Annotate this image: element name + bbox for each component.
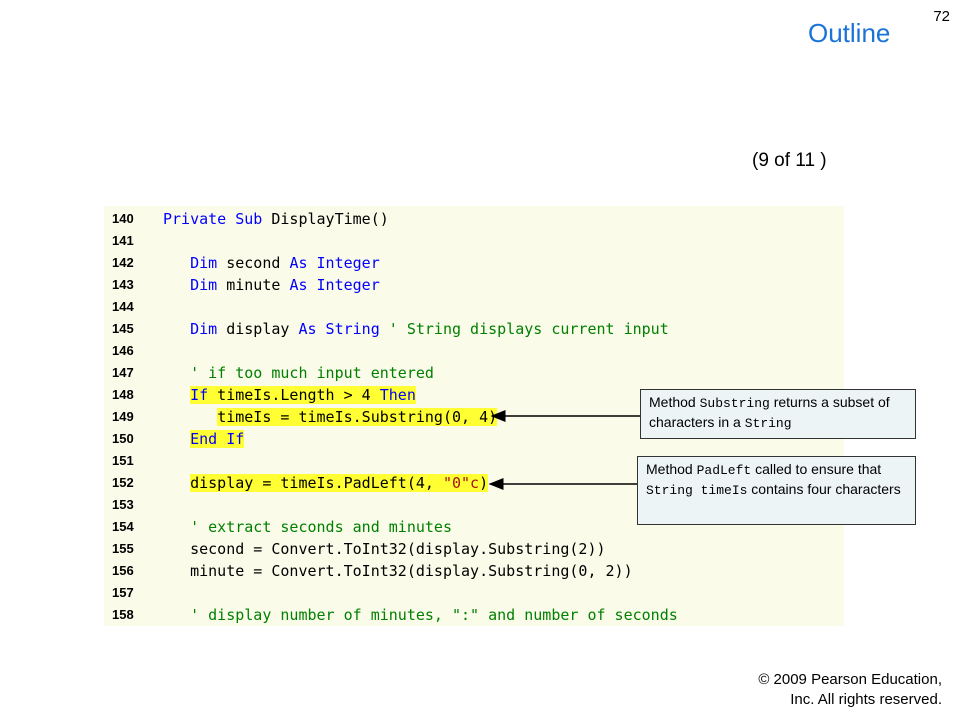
code-line: 143 Dim minute As Integer xyxy=(104,274,844,296)
line-number: 152 xyxy=(112,475,134,490)
code-line: 142 Dim second As Integer xyxy=(104,252,844,274)
line-number: 150 xyxy=(112,431,134,446)
callout-code: PadLeft xyxy=(696,463,752,478)
code-line: 152 display = timeIs.PadLeft(4, "0"c) xyxy=(104,472,844,494)
code-line: 154 ' extract seconds and minutes xyxy=(104,516,844,538)
callout-code: String timeIs xyxy=(646,483,748,498)
line-number: 148 xyxy=(112,387,134,402)
line-number: 140 xyxy=(112,211,134,226)
page-number: 72 xyxy=(933,8,950,25)
code-line: 156 minute = Convert.ToInt32(display.Sub… xyxy=(104,560,844,582)
copyright: © 2009 Pearson Education, Inc. All right… xyxy=(732,670,942,710)
code-text: Dim minute As Integer xyxy=(163,276,380,294)
code-text: ' display number of minutes, ":" and num… xyxy=(163,606,678,624)
callout-text: contains four characters xyxy=(747,481,901,497)
code-line: 141 xyxy=(104,230,844,252)
code-line: 155 second = Convert.ToInt32(display.Sub… xyxy=(104,538,844,560)
callout-substring: Method Substring returns a subset of cha… xyxy=(640,389,916,439)
line-number: 154 xyxy=(112,519,134,534)
line-number: 156 xyxy=(112,563,134,578)
code-line: 158 ' display number of minutes, ":" and… xyxy=(104,604,844,626)
code-line: 146 xyxy=(104,340,844,362)
code-text: If timeIs.Length > 4 Then xyxy=(190,386,416,404)
code-line: 150 End If xyxy=(104,428,844,450)
code-line: 151 xyxy=(104,450,844,472)
line-number: 144 xyxy=(112,299,134,314)
code-text: Dim display As String ' String displays … xyxy=(163,320,669,338)
code-text: ' extract seconds and minutes xyxy=(163,518,452,536)
code-text: End If xyxy=(190,430,245,448)
code-text: Dim second As Integer xyxy=(163,254,380,272)
outline-title: Outline xyxy=(808,18,891,48)
line-number: 147 xyxy=(112,365,134,380)
line-number: 155 xyxy=(112,541,134,556)
callout-text: Method xyxy=(649,394,700,410)
code-line: 145 Dim display As String ' String displ… xyxy=(104,318,844,340)
code-text: display = timeIs.PadLeft(4, "0"c) xyxy=(190,474,489,492)
copyright-line: © 2009 Pearson Education, xyxy=(758,671,942,688)
code-line: 147 ' if too much input entered xyxy=(104,362,844,384)
code-text: Private Sub DisplayTime() xyxy=(163,210,389,228)
copyright-line: Inc. All rights reserved. xyxy=(790,691,942,708)
code-text: second = Convert.ToInt32(display.Substri… xyxy=(163,540,606,558)
code-line: 157 xyxy=(104,582,844,604)
callout-text: returns a subset of characters in a xyxy=(649,394,890,430)
callout-code: Substring xyxy=(699,396,770,411)
line-number: 157 xyxy=(112,585,134,600)
line-number: 158 xyxy=(112,607,134,622)
line-number: 145 xyxy=(112,321,134,336)
callout-text: called to ensure that xyxy=(751,461,882,477)
callout-text: Method xyxy=(646,461,697,477)
line-number: 151 xyxy=(112,453,134,468)
line-number: 146 xyxy=(112,343,134,358)
line-number: 143 xyxy=(112,277,134,292)
code-line: 140 Private Sub DisplayTime() xyxy=(104,208,844,230)
line-number: 142 xyxy=(112,255,134,270)
slide-count: (9 of 11 ) xyxy=(752,150,827,171)
code-text: ' if too much input entered xyxy=(163,364,434,382)
callout-code: String xyxy=(744,416,792,431)
code-line: 148 If timeIs.Length > 4 Then xyxy=(104,384,844,406)
line-number: 141 xyxy=(112,233,134,248)
code-text: minute = Convert.ToInt32(display.Substri… xyxy=(163,562,633,580)
line-number: 149 xyxy=(112,409,134,424)
callout-padleft: Method PadLeft called to ensure that Str… xyxy=(637,456,916,525)
line-number: 153 xyxy=(112,497,134,512)
code-line: 153 xyxy=(104,494,844,516)
code-line: 144 xyxy=(104,296,844,318)
